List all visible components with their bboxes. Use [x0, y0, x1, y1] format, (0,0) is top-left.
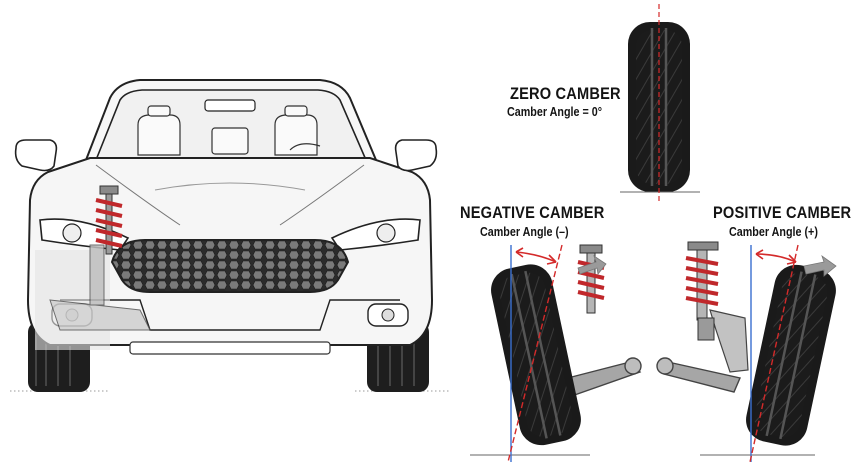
negative-camber-subtitle: Camber Angle (–): [480, 225, 569, 239]
negative-camber-title: NEGATIVE CAMBER: [460, 203, 605, 222]
zero-camber-subtitle: Camber Angle = 0°: [507, 105, 603, 119]
camber-line-positive: [749, 244, 799, 463]
zero-camber-tire: [620, 4, 700, 204]
positive-camber-assembly: [656, 241, 837, 463]
tilt-arrow-positive: [803, 254, 837, 277]
tilt-arrow-negative: [577, 255, 607, 275]
car-front-view: [10, 79, 450, 392]
positive-camber-subtitle: Camber Angle (+): [729, 225, 818, 239]
side-mirror-left: [14, 139, 58, 172]
car-strut-spring: [95, 185, 123, 255]
car-suspension-cutaway: [35, 244, 151, 350]
zero-camber-title: ZERO CAMBER: [510, 84, 621, 103]
negative-camber-assembly: [470, 244, 642, 463]
side-mirror-right: [394, 139, 438, 172]
front-grille: [110, 239, 350, 293]
car-seats: [137, 105, 321, 156]
positive-camber-title: POSITIVE CAMBER: [713, 203, 852, 222]
camber-line-negative: [507, 244, 563, 463]
